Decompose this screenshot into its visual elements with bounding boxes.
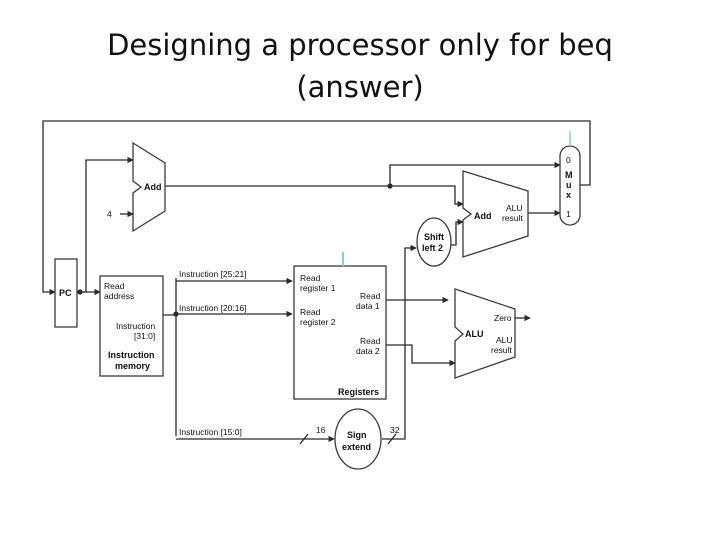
wire-mux-to-pc bbox=[42, 120, 591, 296]
slide-title: Designing a processor only for beq (answ… bbox=[0, 24, 720, 108]
shift-left-2: Shift left 2 bbox=[416, 217, 452, 267]
mux-x: x bbox=[566, 190, 571, 200]
add-branch-label: Add bbox=[474, 211, 492, 221]
wire-add-to-mux0 bbox=[165, 161, 561, 187]
alu: ALU Zero ALU result bbox=[454, 288, 516, 379]
imem-read-address-2: address bbox=[104, 291, 134, 301]
add-branch-result-1: ALU bbox=[506, 203, 523, 213]
title-line-1: Designing a processor only for beq bbox=[107, 28, 613, 62]
signext-in-width: 16 bbox=[316, 425, 326, 435]
pc-source-mux: 0 M u x 1 bbox=[559, 131, 581, 226]
junctions bbox=[77, 183, 393, 317]
alu-result-2: result bbox=[491, 345, 512, 355]
imem-instr-2: [31:0] bbox=[134, 331, 155, 341]
wire-instr-bus bbox=[163, 278, 177, 436]
field-imm-label: Instruction [15:0] bbox=[179, 427, 242, 437]
signext-line-1: Sign bbox=[347, 430, 367, 440]
imem-name-1: Instruction bbox=[108, 350, 155, 360]
shift-line-2: left 2 bbox=[422, 243, 443, 253]
field-rs-label: Instruction [25:21] bbox=[179, 269, 247, 279]
reg-rd1-1: Read bbox=[360, 291, 381, 301]
instruction-memory: Read address Instruction [31:0] Instruct… bbox=[99, 275, 164, 377]
pc-label: PC bbox=[59, 288, 72, 298]
imem-read-address-1: Read bbox=[104, 281, 125, 291]
alu-label: ALU bbox=[465, 329, 484, 339]
reg-rr2-1: Read bbox=[300, 307, 321, 317]
reg-name: Registers bbox=[338, 387, 379, 397]
sign-extend: Sign extend 16 32 bbox=[316, 408, 400, 470]
add-branch-result-2: result bbox=[502, 213, 523, 223]
wire-shift-to-add bbox=[450, 218, 464, 246]
wire-signext-out bbox=[382, 244, 417, 440]
const-four: 4 bbox=[107, 209, 112, 219]
reg-rd2-2: data 2 bbox=[356, 346, 380, 356]
add-pc-label: Add bbox=[144, 182, 162, 192]
field-rt-label: Instruction [20:16] bbox=[179, 303, 247, 313]
imem-instr-1: Instruction bbox=[116, 321, 155, 331]
mux-in1: 1 bbox=[566, 209, 571, 219]
reg-rd2-1: Read bbox=[360, 336, 381, 346]
wire-pc-to-add bbox=[70, 156, 134, 293]
signext-out-width: 32 bbox=[390, 425, 400, 435]
mux-m: M bbox=[565, 170, 573, 180]
mux-u: u bbox=[566, 180, 572, 190]
imem-name-2: memory bbox=[115, 361, 150, 371]
reg-rr1-1: Read bbox=[300, 273, 321, 283]
reg-rd1-2: data 1 bbox=[356, 301, 380, 311]
alu-result-1: ALU bbox=[496, 335, 513, 345]
shift-line-1: Shift bbox=[424, 232, 444, 242]
signext-line-2: extend bbox=[342, 442, 371, 452]
wire-rd2-to-alu bbox=[386, 344, 456, 367]
pc-register: PC bbox=[54, 258, 78, 328]
reg-rr1-2: register 1 bbox=[300, 283, 336, 293]
reg-rr2-2: register 2 bbox=[300, 317, 336, 327]
alu-zero-label: Zero bbox=[494, 313, 512, 323]
add-branch-target: Add ALU result bbox=[462, 170, 529, 258]
add-pc-plus-four: Add bbox=[132, 141, 166, 233]
wire-add-to-branch bbox=[390, 185, 464, 208]
mux-in0: 0 bbox=[566, 155, 571, 165]
title-line-2: (answer) bbox=[296, 70, 424, 104]
register-file: Read register 1 Read register 2 Read dat… bbox=[293, 252, 387, 400]
